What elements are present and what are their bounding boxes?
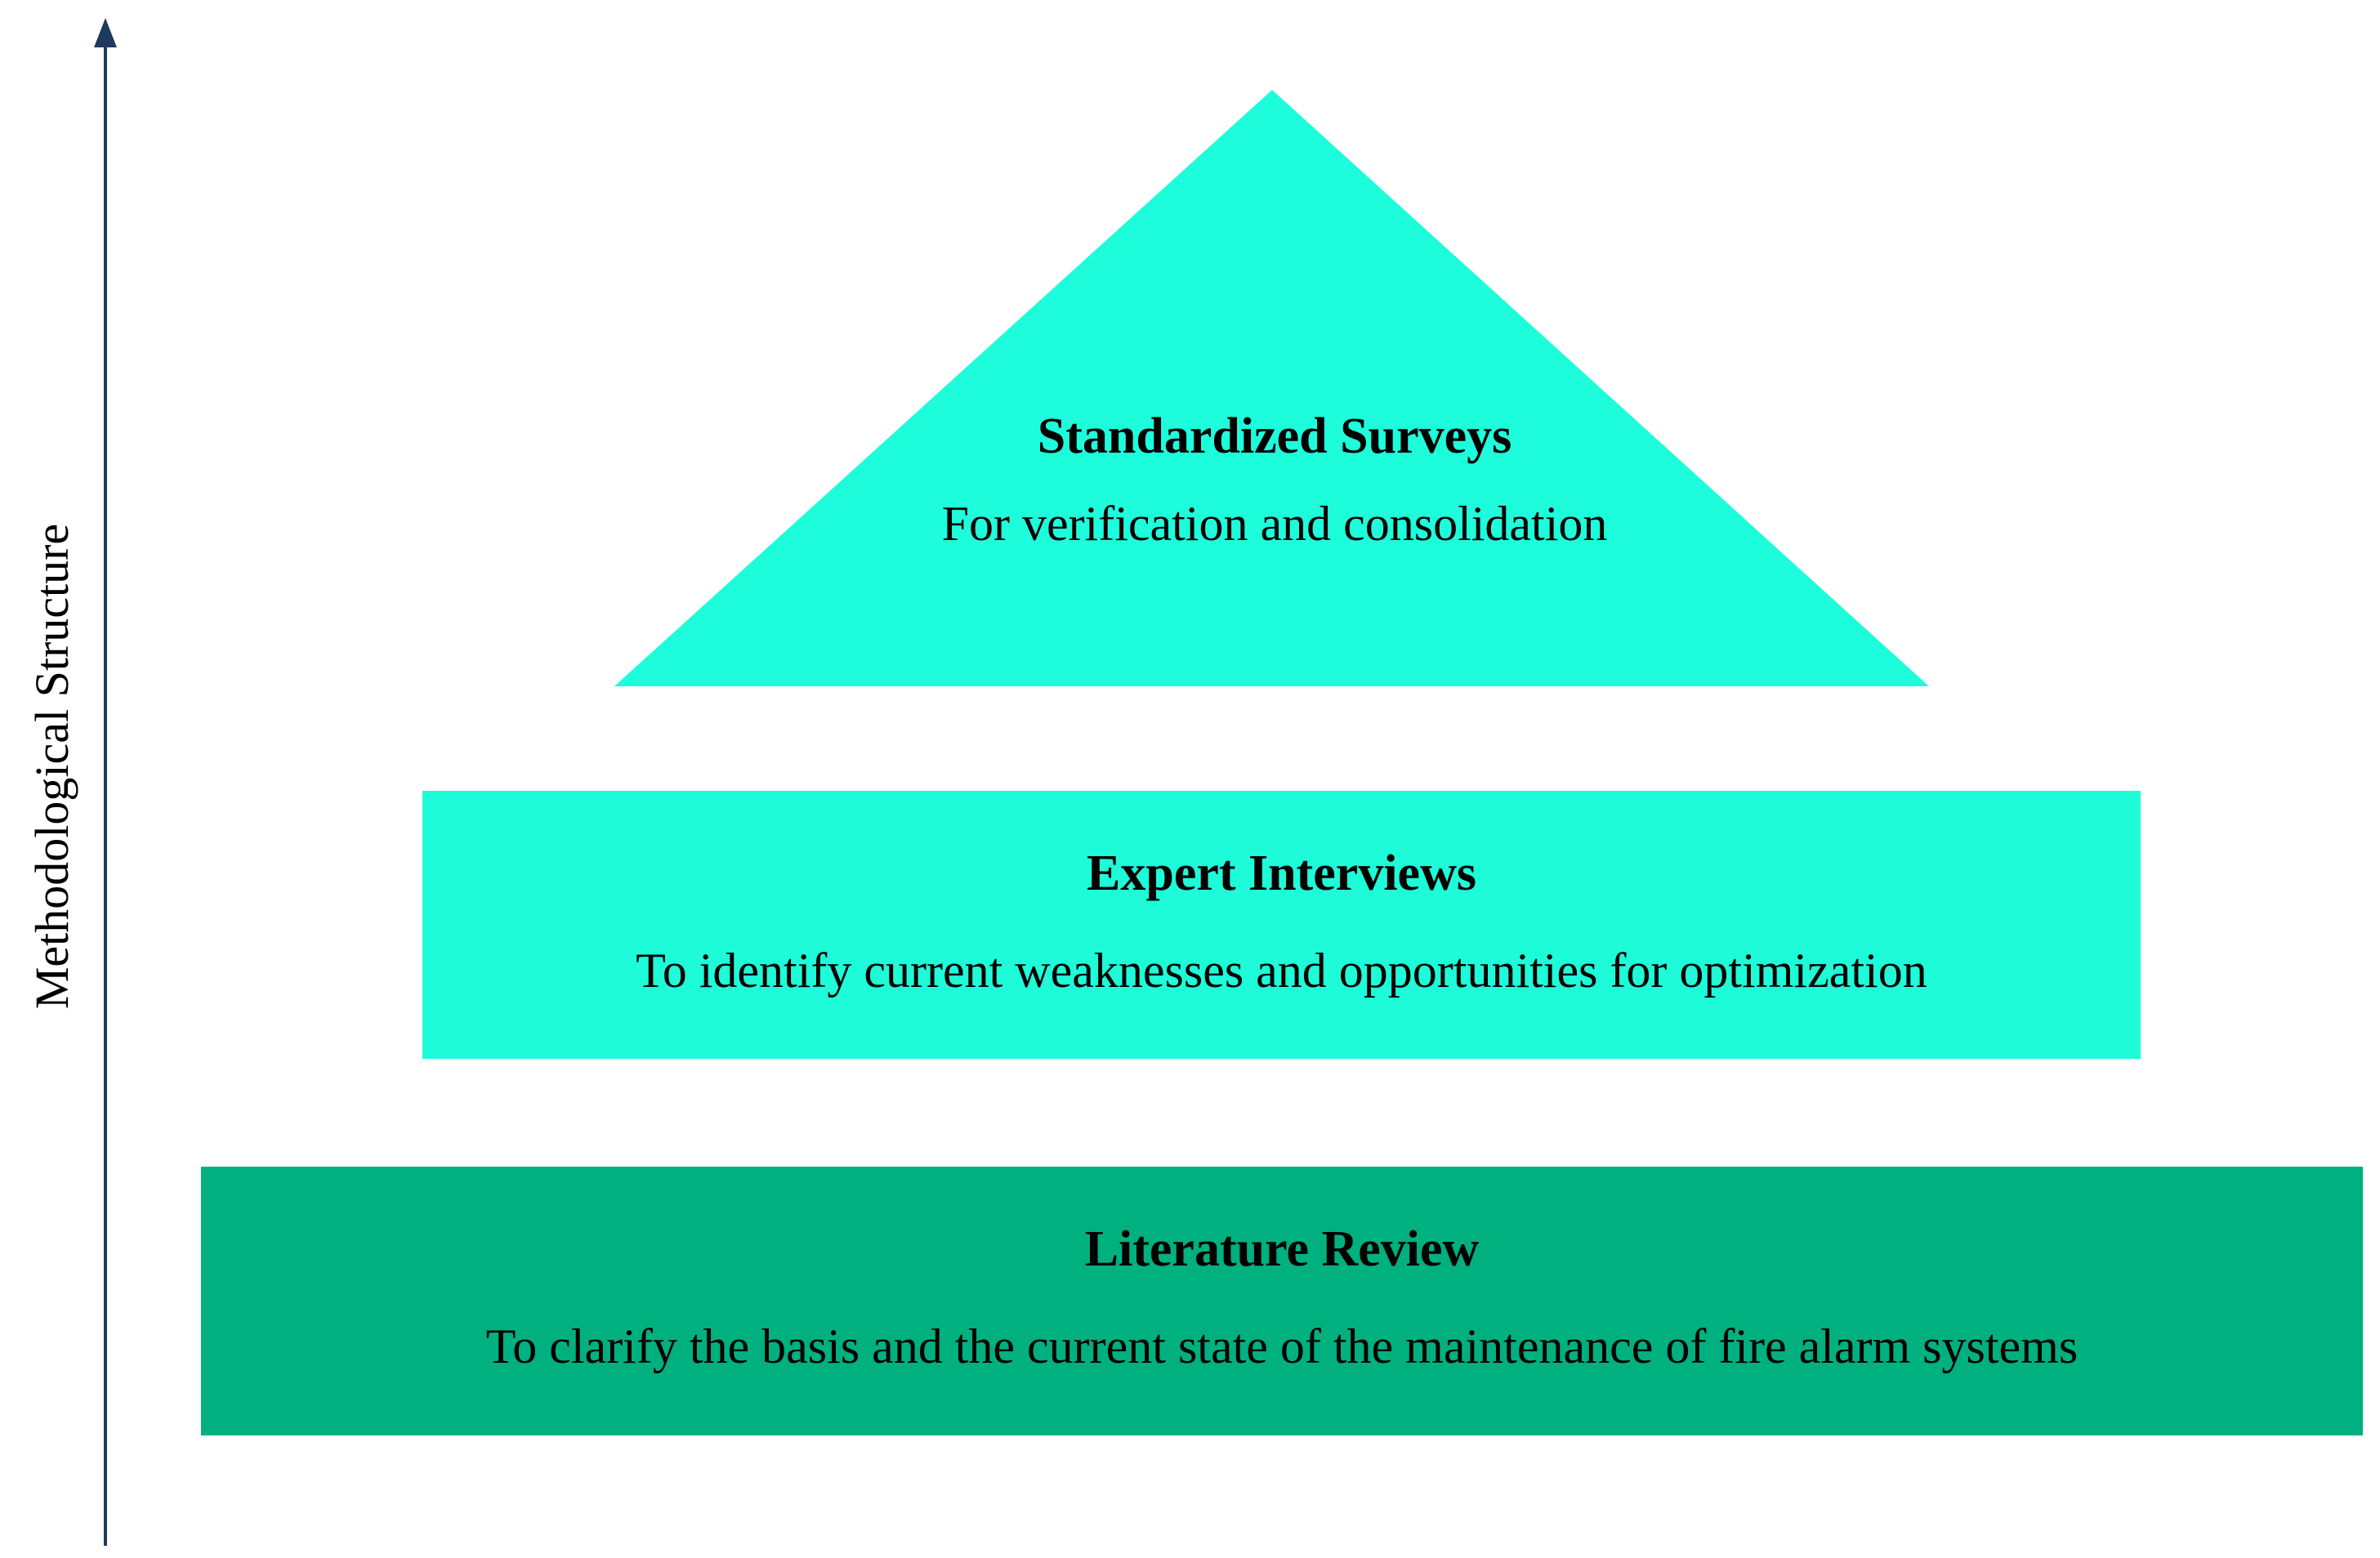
tier-description: To identify current weaknesses and oppor… bbox=[636, 943, 1927, 998]
tier-expert-interviews: Expert Interviews To identify current we… bbox=[422, 791, 2141, 1059]
tier-description: For verification and consolidation bbox=[941, 497, 1608, 551]
axis-arrowhead-icon bbox=[94, 18, 117, 47]
tier-literature-review: Literature Review To clarify the basis a… bbox=[201, 1167, 2363, 1435]
tier-standardized-surveys: Standardized Surveys For verification an… bbox=[899, 408, 1650, 670]
tier-title: Standardized Surveys bbox=[1037, 408, 1512, 464]
axis-label: Methodological Structure bbox=[25, 523, 78, 1010]
tier-description: To clarify the basis and the current sta… bbox=[485, 1319, 2079, 1374]
tier-title: Expert Interviews bbox=[1087, 845, 1476, 901]
tier-title: Literature Review bbox=[1084, 1221, 1480, 1277]
